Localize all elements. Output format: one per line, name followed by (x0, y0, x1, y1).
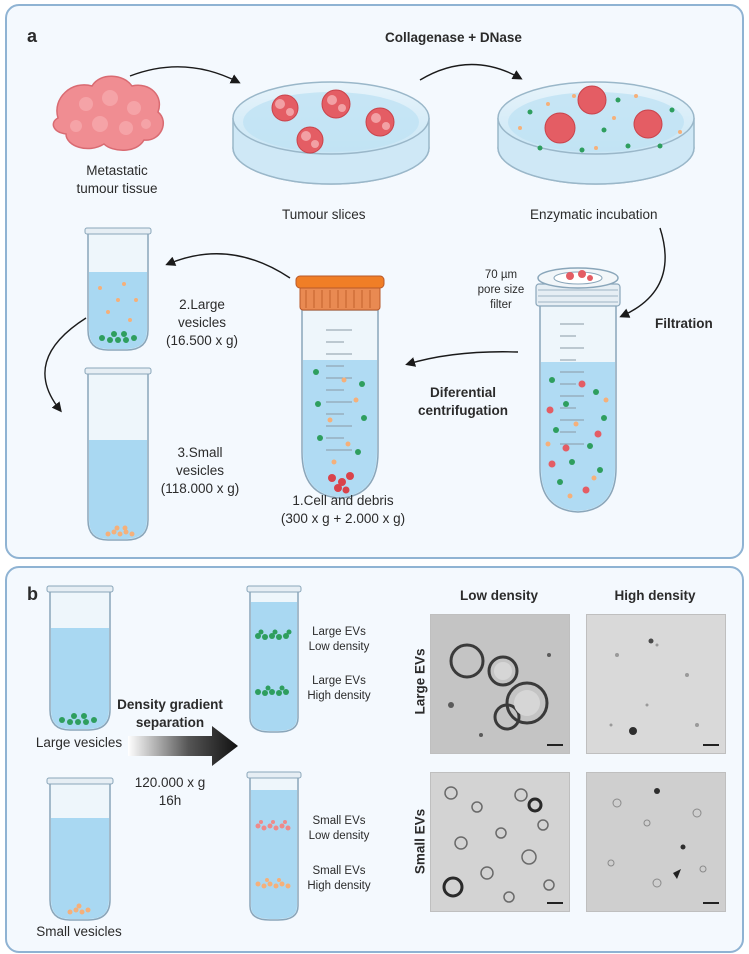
step1-label: 1.Cell and debris(300 x g + 2.000 x g) (280, 493, 406, 526)
arrow-slices-to-incubation (419, 63, 523, 81)
panel-b-letter: b (27, 584, 38, 604)
slices-label: Tumour slices (282, 207, 366, 222)
row-small-evs: Small EVs (412, 808, 428, 875)
tumour-tissue-icon (52, 75, 164, 151)
em-large-low-density (430, 614, 570, 754)
panel-a-letter: a (27, 26, 38, 46)
gradient-tube-small-evs (246, 771, 302, 921)
filter-tube (535, 267, 621, 513)
incubation-label: Enzymatic incubation (530, 207, 658, 222)
em-small-high-density (586, 772, 726, 912)
enzymes-label: Collagenase + DNase (385, 30, 522, 45)
small-vesicles-label: Small vesicles (36, 924, 122, 939)
gradient-tube-large-evs (246, 585, 302, 733)
tube-b-small-vesicles (46, 777, 114, 921)
row-large-evs: Large EVs (412, 648, 428, 715)
arrow-to-centrifugation (405, 351, 519, 367)
col-low-density: Low density (459, 588, 538, 603)
arrow-tissue-to-slices (129, 66, 241, 84)
tube-large-vesicles (84, 227, 152, 351)
arrow-to-large-vesicles (165, 253, 291, 279)
em-small-low-density (430, 772, 570, 912)
tube-small-vesicles (84, 367, 152, 541)
em-large-high-density (586, 614, 726, 754)
centrifuge-tube (295, 275, 385, 499)
col-high-density: High density (614, 588, 696, 603)
arrow-to-small-vesicles (44, 317, 87, 413)
tube-b-large-vesicles (46, 585, 114, 731)
arrow-to-filtration (619, 227, 666, 318)
petri-dish-slices (232, 81, 430, 185)
filtration-label: Filtration (655, 316, 713, 331)
petri-dish-incubation (497, 81, 695, 185)
large-vesicles-label: Large vesicles (35, 735, 123, 750)
separation-arrow (128, 726, 238, 766)
